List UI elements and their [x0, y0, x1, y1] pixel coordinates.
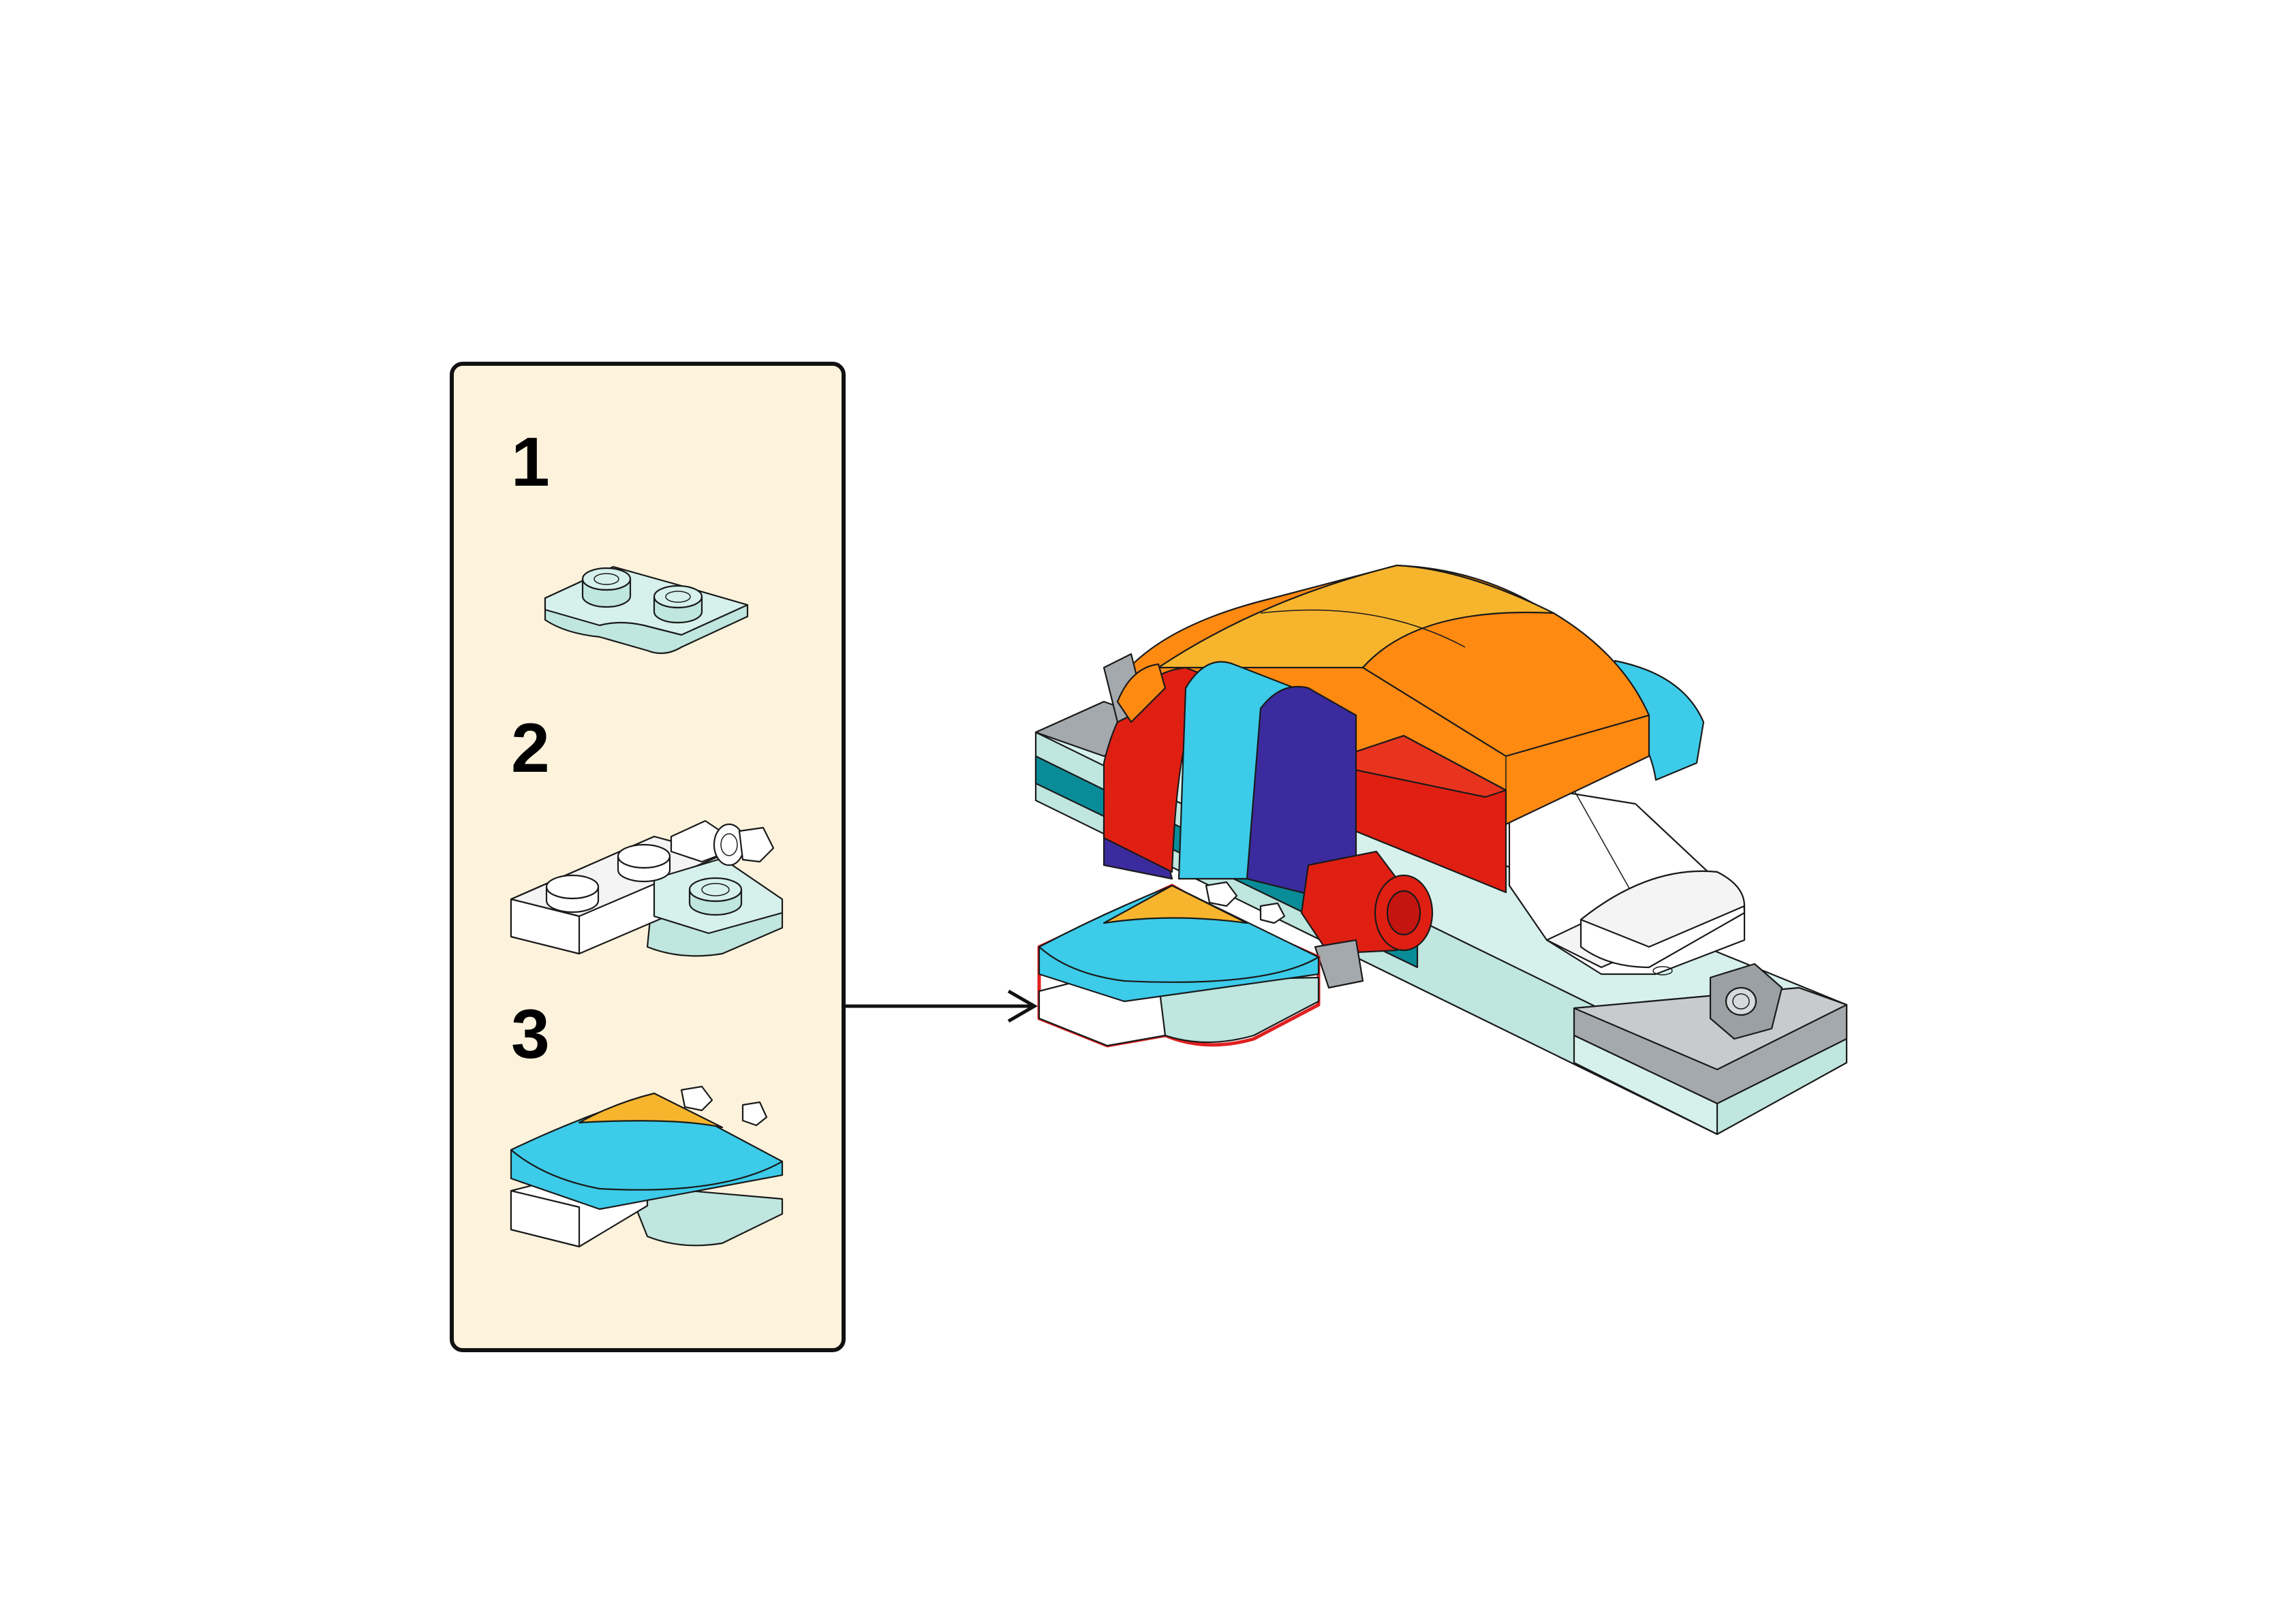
step-number-2: 2: [511, 709, 550, 787]
step-2-part-plate-with-clip: [510, 819, 784, 957]
clip-gray: [1709, 963, 1783, 1040]
main-model: [1034, 564, 1848, 1136]
step-number-1: 1: [511, 423, 550, 501]
violet-arch: [1246, 685, 1357, 907]
sub-assembly-callout: 1 2 3: [450, 362, 846, 1352]
new-sub-assembly-highlight: [1037, 881, 1321, 1048]
red-round-brick: [1300, 850, 1434, 989]
step-number-3: 3: [511, 995, 550, 1073]
step-3-part-quarter-tile-assembly: [510, 1085, 784, 1248]
step-1-part-light-aqua-plate: [544, 565, 749, 655]
callout-arrow: [844, 989, 1038, 1023]
white-round-tile: [1580, 870, 1746, 975]
